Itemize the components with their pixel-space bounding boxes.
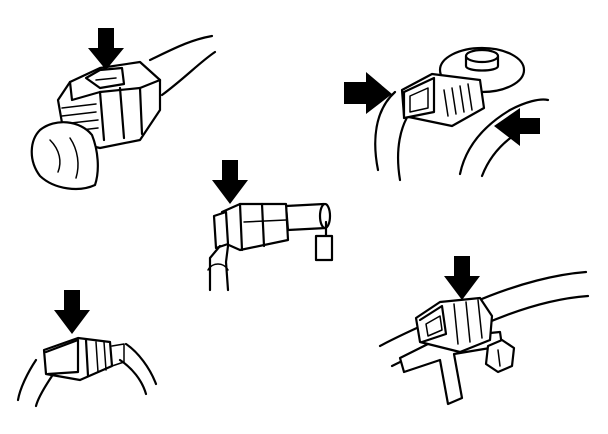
wire-sleeve	[314, 234, 334, 262]
cable-line	[397, 108, 414, 182]
connector-ribs	[95, 341, 107, 373]
connector-top-right	[344, 46, 550, 182]
connector-edge	[238, 202, 244, 252]
connector-seam	[243, 219, 287, 223]
bolt-head	[484, 338, 516, 374]
lock-tab-line	[95, 77, 117, 81]
connector-edge	[138, 86, 144, 136]
wire-line	[124, 342, 158, 386]
connector-ribs	[443, 83, 473, 117]
connector-socket	[409, 87, 429, 113]
connector-edge	[98, 90, 106, 142]
bracket-edge	[453, 353, 463, 399]
connector-socket	[425, 315, 443, 337]
arrow-down-icon	[212, 160, 248, 204]
wire-line	[16, 358, 38, 402]
connector-top-left	[30, 28, 217, 191]
arrow-left-icon	[494, 108, 540, 146]
arrow-right-icon	[344, 72, 392, 114]
connector-body	[220, 202, 290, 252]
connector-edge	[260, 202, 266, 248]
connector-face	[402, 76, 436, 120]
wire-line	[224, 244, 230, 292]
finger-line	[69, 137, 79, 179]
lock-tab	[84, 66, 126, 90]
connector-edge	[118, 86, 126, 140]
cable-line	[458, 98, 550, 176]
cable-line	[374, 90, 397, 172]
connector-face	[44, 338, 80, 376]
connector-bottom-right	[378, 256, 590, 406]
connector-ribs	[453, 299, 483, 345]
hand-shape	[30, 121, 99, 191]
bolt-top	[464, 48, 500, 64]
connector-face	[418, 304, 448, 344]
bolt-edge	[497, 349, 501, 367]
wire-sleeve-edge	[207, 263, 229, 271]
cable-line	[148, 34, 214, 62]
connector-tail	[111, 343, 125, 367]
arrow-down-icon	[88, 28, 124, 70]
connector-center	[207, 160, 334, 292]
wire-line	[34, 374, 54, 408]
wire-line	[118, 358, 148, 396]
arrow-down-icon	[444, 256, 480, 300]
lock-clip	[212, 210, 230, 250]
connector-edge	[84, 338, 90, 378]
connector-ribs	[61, 103, 99, 133]
wire-line	[208, 244, 222, 292]
connector-bottom-left	[16, 290, 158, 408]
arrow-down-icon	[54, 290, 90, 334]
finger-line	[49, 139, 61, 173]
cable-line	[160, 50, 217, 97]
